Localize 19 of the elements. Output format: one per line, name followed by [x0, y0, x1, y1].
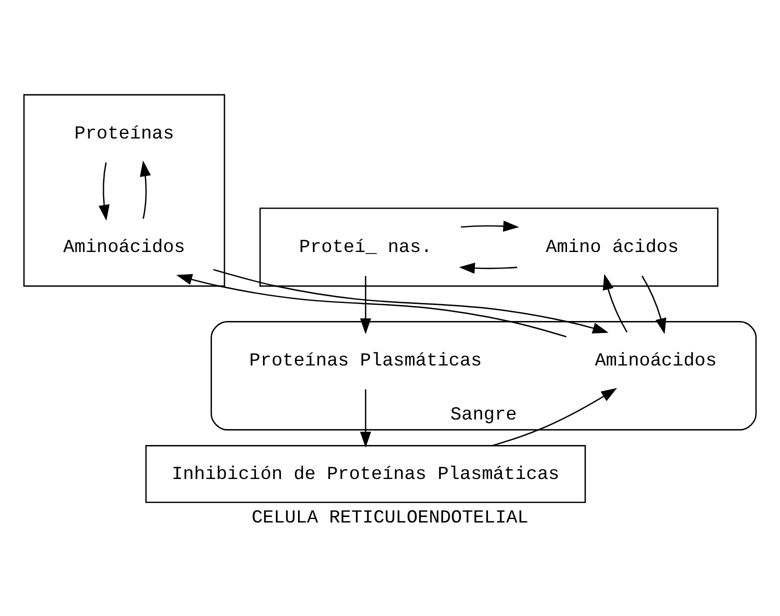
- arrow: [360, 388, 372, 448]
- node-text: Aminoácidos: [594, 350, 717, 371]
- node-text: Proteínas Plasmáticas: [249, 350, 482, 371]
- cluster: [259, 207, 718, 286]
- arrow: [213, 268, 609, 334]
- arrow: [602, 273, 628, 332]
- node-text: Amino ácidos: [546, 236, 679, 258]
- arrow: [176, 274, 567, 337]
- node-text: Proteínas: [74, 123, 174, 144]
- arrow: [140, 160, 151, 218]
- node-text: Aminoácidos: [63, 236, 186, 258]
- node-box: Inhibición de Proteínas Plasmáticas: [145, 444, 586, 503]
- caption: CELULA RETICULOENDOTELIAL: [252, 506, 528, 528]
- arrow: [360, 275, 372, 334]
- arrow: [459, 262, 518, 274]
- arrow: [460, 220, 520, 232]
- arrow: [98, 162, 110, 220]
- arrow: [642, 275, 666, 334]
- node-text: Proteí_ nas.: [299, 236, 432, 258]
